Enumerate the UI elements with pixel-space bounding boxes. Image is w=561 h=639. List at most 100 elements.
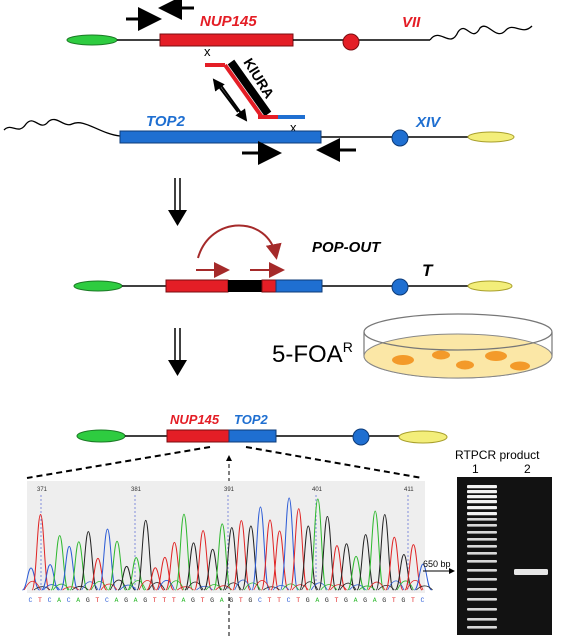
trace-minor-peak	[196, 585, 213, 591]
trace-peak	[31, 514, 50, 591]
trace-peak	[327, 545, 347, 591]
trace-minor-peak	[33, 586, 51, 591]
colony-4	[456, 360, 474, 370]
trace-minor-peak	[358, 585, 376, 591]
colony-5	[510, 361, 530, 371]
sequence-base: G	[306, 597, 310, 604]
zoom-line-right	[245, 446, 423, 479]
sequence-base: G	[363, 597, 367, 604]
ladder-band	[467, 618, 497, 621]
sequence-base: G	[325, 597, 329, 604]
trace-minor-peak	[349, 584, 366, 591]
trace-minor-peak	[339, 582, 357, 591]
sequence-base: T	[201, 597, 205, 604]
position-label: 401	[312, 487, 323, 493]
recombination-arc	[197, 224, 282, 260]
sequence-base: G	[143, 597, 147, 604]
chromosome-vii: NUP145 VII	[66, 0, 533, 51]
process-arrow-2	[168, 328, 187, 376]
trace-peak	[50, 535, 69, 591]
sequence-base: A	[181, 597, 185, 604]
trace-peak	[308, 498, 327, 591]
trace-peak	[232, 520, 251, 591]
trace-minor-peak	[320, 584, 338, 591]
trace-peak	[337, 543, 356, 591]
sequence-base: A	[315, 597, 319, 604]
gel-marker-label: 650 bp	[423, 559, 451, 569]
telomere-left-fusion	[76, 429, 126, 443]
sequence-base: T	[411, 597, 415, 604]
nup145-label: NUP145	[200, 13, 257, 30]
trace-minor-peak	[109, 579, 127, 591]
gel-title: RTPCR product	[455, 448, 540, 462]
popout-black-segment	[228, 280, 262, 292]
ladder-band	[467, 506, 497, 510]
telomere-right-fusion	[398, 430, 448, 444]
trace-minor-peak	[377, 584, 395, 591]
sequence-base: A	[57, 597, 61, 604]
trace-minor-peak	[177, 586, 194, 591]
trace-minor-peak	[301, 581, 319, 591]
centromere-fusion	[352, 428, 370, 446]
ladder-band	[467, 518, 497, 521]
trace-minor-peak	[310, 582, 328, 591]
trace-peak	[241, 525, 260, 591]
trace-minor-peak	[234, 579, 252, 591]
ladder-band	[467, 598, 497, 601]
ladder-band	[467, 500, 497, 504]
trace-minor-peak	[43, 584, 61, 591]
colony-2	[432, 350, 450, 360]
trace-peak	[346, 555, 366, 591]
t-label: T	[422, 261, 434, 280]
trace-minor-peak	[416, 585, 433, 591]
trace-minor-peak	[368, 581, 386, 591]
sequence-base: T	[38, 597, 42, 604]
sequence-base: G	[382, 597, 386, 604]
sequence-base: T	[239, 597, 243, 604]
centromere-vii	[342, 33, 360, 51]
trace-peak	[41, 564, 60, 591]
zoom-line-left	[26, 446, 211, 479]
sequence-base: G	[86, 597, 90, 604]
fusion-nup145-label: NUP145	[170, 412, 220, 427]
sequence-base: T	[392, 597, 396, 604]
sequence-base: G	[401, 597, 405, 604]
gel-lane-1-label: 1	[472, 462, 479, 476]
trace-minor-peak	[129, 580, 147, 591]
trace-peak	[289, 508, 308, 591]
sequence-base: A	[354, 597, 358, 604]
sequence-base: T	[277, 597, 281, 604]
trace-peak	[165, 541, 184, 591]
ladder-band	[467, 626, 497, 629]
chromosome-vii-label: VII	[402, 14, 421, 31]
trace-peak	[270, 530, 289, 591]
ladder-band	[467, 531, 497, 534]
trace-minor-peak	[282, 583, 300, 591]
popout-red-segment-2	[261, 279, 277, 293]
chromatogram-traces	[22, 497, 433, 591]
sequence-base: T	[268, 597, 272, 604]
chromosome-xiv-label: XIV	[415, 114, 442, 131]
ladder-band	[467, 560, 497, 563]
trace-minor-peak	[263, 586, 280, 591]
ladder-band	[467, 608, 497, 611]
trace-peak	[184, 542, 203, 591]
sequence-base: G	[191, 597, 195, 604]
sequence-base: T	[95, 597, 99, 604]
trace-peak	[98, 528, 117, 591]
centromere-xiv	[391, 129, 409, 147]
ladder-band	[467, 569, 497, 572]
trace-minor-peak	[243, 582, 261, 591]
cassette-arrow-down	[219, 83, 248, 122]
top2-gene-block	[119, 130, 322, 144]
telomere-left-popout	[73, 280, 123, 292]
fusion-construct: NUP145 TOP2	[26, 412, 448, 636]
colony-3	[485, 351, 507, 361]
sequence-base: A	[115, 597, 119, 604]
telomere-right-xiv	[467, 131, 515, 143]
trace-peak	[174, 513, 194, 591]
trace-peak	[136, 519, 155, 591]
ladder-band	[467, 588, 497, 591]
trace-minor-peak	[157, 580, 175, 591]
